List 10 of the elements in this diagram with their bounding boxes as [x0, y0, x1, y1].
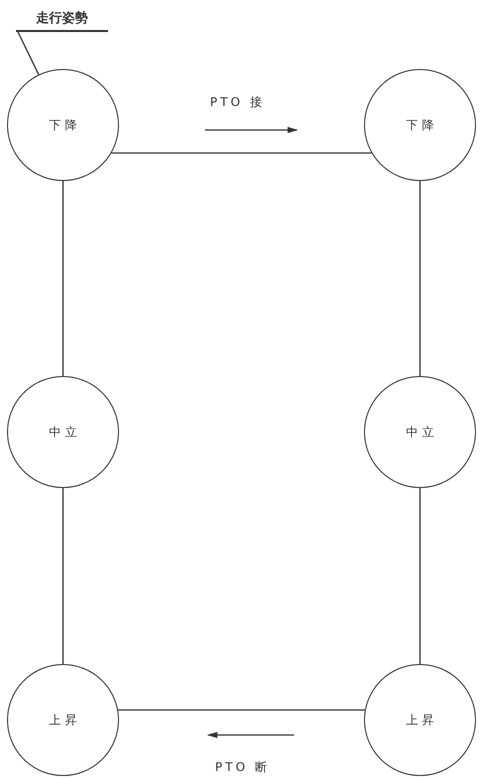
- leader-line: [17, 32, 40, 75]
- connector-line: [419, 181, 421, 376]
- connector-line: [62, 181, 64, 376]
- direction-label: PTO 断: [215, 759, 270, 776]
- connector-line: [112, 152, 372, 154]
- connector-line: [118, 709, 365, 711]
- label-text: 走行姿勢: [16, 4, 108, 32]
- connector-line: [62, 488, 64, 664]
- connector-line: [419, 488, 421, 664]
- direction-label: PTO 接: [210, 94, 265, 111]
